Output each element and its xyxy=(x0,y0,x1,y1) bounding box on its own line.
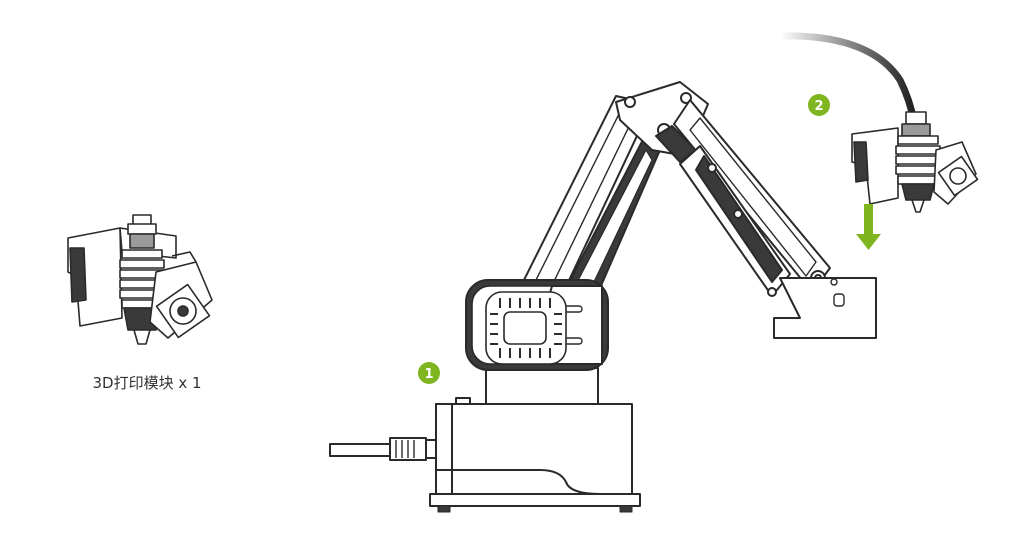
filament-cable xyxy=(776,32,918,126)
robot-arm-illustration xyxy=(329,81,877,513)
cable-icon xyxy=(329,437,439,461)
down-arrow-icon xyxy=(856,204,881,250)
step-2-number: 2 xyxy=(814,99,823,114)
step-1-number: 1 xyxy=(424,367,433,382)
step-1-badge xyxy=(418,362,440,384)
module-caption: 3D打印模块 x 1 xyxy=(92,374,201,392)
step-2-badge xyxy=(808,94,830,116)
3d-print-module-icon xyxy=(67,214,213,345)
attaching-print-module-icon xyxy=(851,111,979,213)
